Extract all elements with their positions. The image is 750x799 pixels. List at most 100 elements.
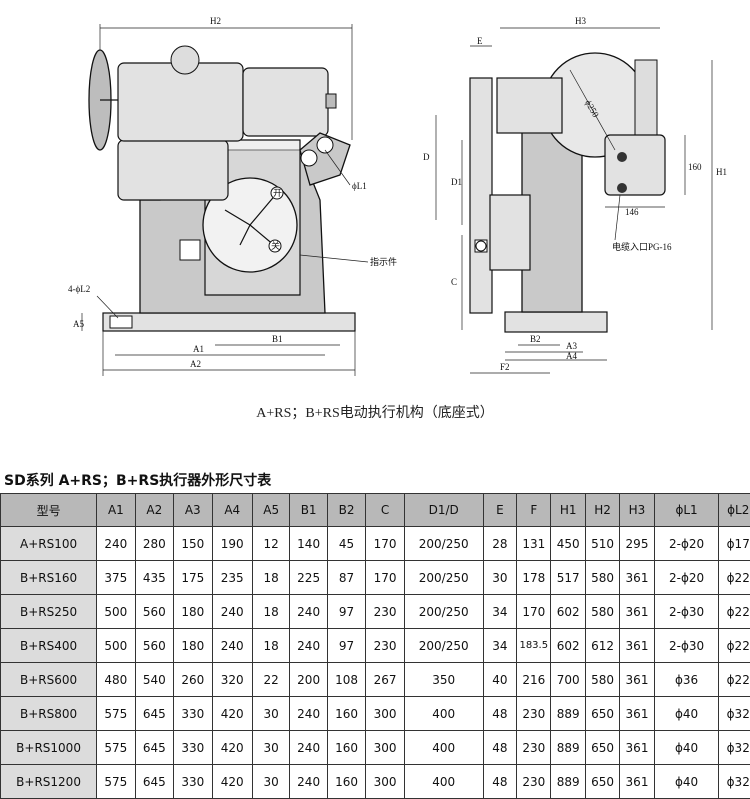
dim-h3-label: H3 <box>575 16 586 26</box>
table-cell: 230 <box>366 629 404 663</box>
table-cell: 361 <box>620 663 654 697</box>
table-cell: 267 <box>366 663 404 697</box>
table-cell: 18 <box>252 561 289 595</box>
table-cell: 170 <box>366 527 404 561</box>
table-cell: 602 <box>551 629 585 663</box>
table-row: B+RS250 500 560 180 240 18 240 97 230 20… <box>1 595 750 629</box>
table-cell: ϕ22 <box>719 561 750 595</box>
table-cell: 30 <box>252 731 289 765</box>
dim-l1-label: ϕL1 <box>352 181 367 191</box>
table-cell: 225 <box>290 561 327 595</box>
table-cell: 240 <box>290 629 327 663</box>
table-cell: 330 <box>174 731 212 765</box>
table-cell: 240 <box>212 629 252 663</box>
dim-d-label: D <box>423 152 430 162</box>
drawing-caption: A+RS；B+RS电动执行机构（底座式） <box>0 402 750 422</box>
dim-b2-label: B2 <box>530 334 541 344</box>
table-cell: 160 <box>327 697 365 731</box>
table-cell: 889 <box>551 731 585 765</box>
table-cell: ϕ32 <box>719 731 750 765</box>
table-cell: 18 <box>252 595 289 629</box>
table-cell: 240 <box>290 595 327 629</box>
table-cell: ϕ40 <box>654 765 719 799</box>
dim-a3-label: A3 <box>566 341 577 351</box>
col-header: A5 <box>252 494 289 527</box>
table-cell: 260 <box>174 663 212 697</box>
dim-h2-label: H2 <box>210 16 221 26</box>
table-cell: 575 <box>97 765 135 799</box>
table-cell: 580 <box>585 663 619 697</box>
table-cell: 400 <box>404 765 483 799</box>
table-cell: ϕ22 <box>719 629 750 663</box>
table-cell: 300 <box>366 697 404 731</box>
table-cell: 375 <box>97 561 135 595</box>
col-header: B2 <box>327 494 365 527</box>
table-cell: 30 <box>252 697 289 731</box>
table-cell: 480 <box>97 663 135 697</box>
dim-d1-label: D1 <box>451 177 462 187</box>
table-row: B+RS400 500 560 180 240 18 240 97 230 20… <box>1 629 750 663</box>
table-cell: 12 <box>252 527 289 561</box>
table-cell: 108 <box>327 663 365 697</box>
table-cell: 200/250 <box>404 527 483 561</box>
table-header-row: 型号 A1 A2 A3 A4 A5 B1 B2 C D1/D E F H1 H2… <box>1 494 750 527</box>
table-cell: 48 <box>483 731 516 765</box>
table-cell: 361 <box>620 731 654 765</box>
indicator-label: 指示件 <box>370 256 397 267</box>
dim-f2-label: F2 <box>500 362 510 372</box>
table-cell: 170 <box>366 561 404 595</box>
table-cell: 150 <box>174 527 212 561</box>
table-cell: 400 <box>404 731 483 765</box>
table-cell: 650 <box>585 697 619 731</box>
table-cell: 87 <box>327 561 365 595</box>
table-cell: 180 <box>174 629 212 663</box>
table-cell: 48 <box>483 765 516 799</box>
col-header: C <box>366 494 404 527</box>
dim-160-label: 160 <box>688 162 702 172</box>
table-cell: 300 <box>366 765 404 799</box>
table-cell: 180 <box>174 595 212 629</box>
table-cell: 178 <box>517 561 551 595</box>
table-cell: 320 <box>212 663 252 697</box>
dim-a4-label: A4 <box>566 351 577 361</box>
side-view: ϕ250 H3 E D D1 C H1 160 146 电缆入口PG-16 B2… <box>423 16 727 373</box>
table-cell: 350 <box>404 663 483 697</box>
table-cell: 500 <box>97 595 135 629</box>
table-cell: 300 <box>366 731 404 765</box>
table-cell: 230 <box>517 697 551 731</box>
table-cell: 2-ϕ30 <box>654 595 719 629</box>
table-cell: 183.5 <box>517 629 551 663</box>
table-cell: 500 <box>97 629 135 663</box>
table-cell: 575 <box>97 731 135 765</box>
table-cell: 560 <box>135 595 173 629</box>
table-cell: 280 <box>135 527 173 561</box>
table-cell: 517 <box>551 561 585 595</box>
table-cell: 240 <box>97 527 135 561</box>
table-cell: 645 <box>135 731 173 765</box>
table-cell: 200 <box>290 663 327 697</box>
col-header: D1/D <box>404 494 483 527</box>
table-cell: 40 <box>483 663 516 697</box>
table-cell: 230 <box>366 595 404 629</box>
mark-close: 关 <box>271 240 280 251</box>
col-header: H1 <box>551 494 585 527</box>
technical-drawing: 开 关 H2 A1 A2 B1 A5 4-ϕL2 ϕL1 <box>0 0 750 440</box>
dim-e-label: E <box>477 36 483 46</box>
table-row: B+RS160 375 435 175 235 18 225 87 170 20… <box>1 561 750 595</box>
table-cell: 160 <box>327 731 365 765</box>
table-cell: ϕ17 <box>719 527 750 561</box>
table-cell: 650 <box>585 731 619 765</box>
table-cell: 575 <box>97 697 135 731</box>
table-cell: 650 <box>585 765 619 799</box>
table-cell: 48 <box>483 697 516 731</box>
table-cell: B+RS1200 <box>1 765 97 799</box>
table-cell: 230 <box>517 765 551 799</box>
table-cell: ϕ22 <box>719 663 750 697</box>
table-cell: 361 <box>620 629 654 663</box>
table-cell: 22 <box>252 663 289 697</box>
dim-b1-label: B1 <box>272 334 283 344</box>
table-cell: 889 <box>551 697 585 731</box>
table-row: A+RS100 240 280 150 190 12 140 45 170 20… <box>1 527 750 561</box>
table-row: B+RS1000 575 645 330 420 30 240 160 300 … <box>1 731 750 765</box>
table-cell: 361 <box>620 561 654 595</box>
